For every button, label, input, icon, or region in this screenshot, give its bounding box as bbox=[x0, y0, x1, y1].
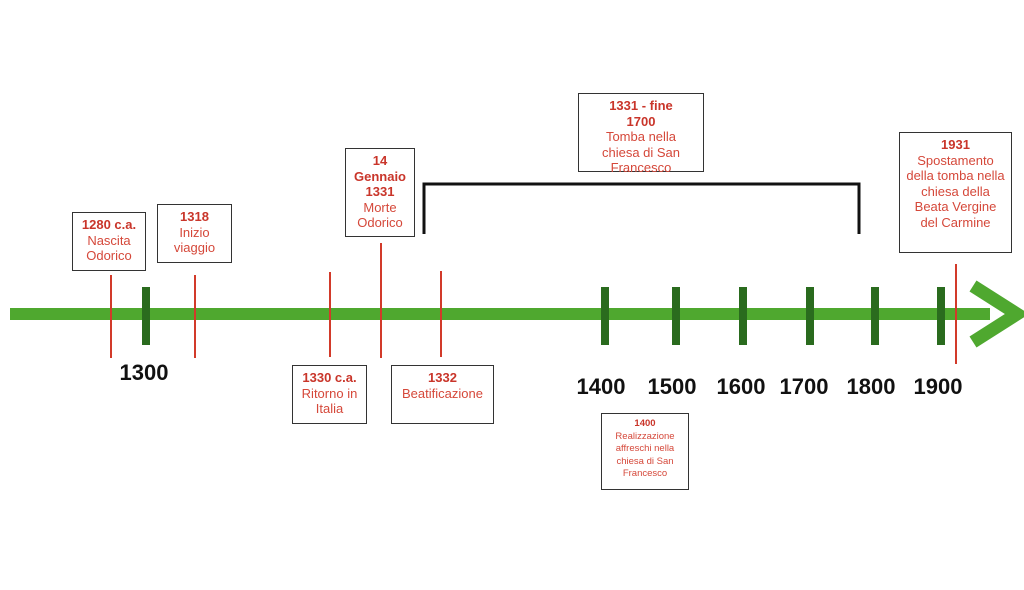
event-text: Ritorno in Italia bbox=[301, 385, 358, 417]
event-date: 14 Gennaio 1331 bbox=[353, 153, 406, 199]
event-date: 1332 bbox=[428, 370, 457, 385]
event-text: Realizzazione affreschi nella chiesa di … bbox=[615, 430, 675, 480]
century-tick-1700 bbox=[806, 287, 814, 345]
century-tick-1500 bbox=[672, 287, 680, 345]
event-marker-1330 bbox=[329, 272, 331, 357]
century-tick-1900 bbox=[937, 287, 945, 345]
century-tick-1400 bbox=[601, 287, 609, 345]
event-marker-1318 bbox=[194, 275, 196, 358]
century-tick-1300 bbox=[142, 287, 150, 345]
event-text: Morte Odorico bbox=[357, 199, 403, 231]
century-tick-1800 bbox=[871, 287, 879, 345]
event-text: Inizio viaggio bbox=[173, 224, 216, 256]
event-box-birth: 1280 c.a.Nascita Odorico bbox=[72, 212, 146, 271]
event-text: Tomba nella chiesa di San Francesco bbox=[601, 129, 681, 175]
year-label: 1900 bbox=[913, 374, 963, 399]
event-date: 1330 c.a. bbox=[302, 370, 357, 385]
arrow-head-icon bbox=[969, 280, 1024, 348]
event-text: Spostamento della tomba nella chiesa del… bbox=[906, 152, 1005, 230]
event-date: 1931 bbox=[941, 137, 970, 152]
event-text: Nascita Odorico bbox=[86, 232, 132, 264]
year-label: 1500 bbox=[647, 374, 697, 399]
event-text: Beatificazione bbox=[402, 385, 483, 401]
event-box-return: 1330 c.a.Ritorno in Italia bbox=[292, 365, 367, 424]
event-date: 1280 c.a. bbox=[81, 217, 137, 232]
year-label: 1300 bbox=[119, 360, 169, 385]
event-marker-1280 bbox=[110, 275, 112, 358]
event-date: 1331 - fine 1700 bbox=[609, 98, 673, 129]
year-label: 1800 bbox=[846, 374, 896, 399]
century-tick-1600 bbox=[739, 287, 747, 345]
event-marker-1331 bbox=[380, 243, 382, 358]
timeline-axis bbox=[10, 308, 990, 320]
event-marker-1332 bbox=[440, 271, 442, 357]
year-label: 1600 bbox=[716, 374, 766, 399]
event-date: 1318 bbox=[180, 209, 209, 224]
year-label: 1400 bbox=[576, 374, 626, 399]
event-marker-1931 bbox=[955, 264, 957, 364]
period-bracket bbox=[422, 182, 861, 234]
event-date: 1400 bbox=[634, 418, 656, 429]
year-label: 1700 bbox=[779, 374, 829, 399]
